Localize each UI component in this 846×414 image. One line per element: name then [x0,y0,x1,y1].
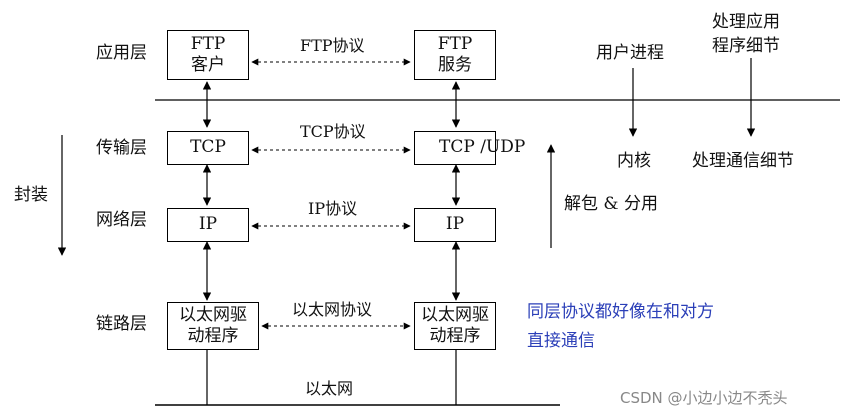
right-tcp-udp-box: TCP /UDP [414,131,525,165]
ftp-protocol-label: FTP协议 [300,36,365,55]
left-tcp-label: TCP [190,137,226,158]
tcp-protocol-label: TCP协议 [300,122,366,141]
right-driver-line2: 动程序 [429,326,481,346]
comm-details-label: 处理通信细节 [692,151,794,171]
right-ftp-line1: FTP [437,33,473,54]
layer-label-application: 应用层 [96,43,147,63]
right-ethernet-driver-box: 以太网驱 动程序 [414,302,496,350]
app-details-line1: 处理应用 [712,12,780,32]
layer-label-link: 链路层 [96,314,147,334]
left-tcp-box: TCP [167,131,249,165]
left-ftp-client-box: FTP 客户 [167,30,249,80]
ethernet-protocol-label: 以太网协议 [292,300,373,319]
left-ethernet-driver-box: 以太网驱 动程序 [167,302,259,350]
left-ip-label: IP [198,214,218,235]
demux-label: 解包 & 分用 [564,194,658,214]
left-driver-line1: 以太网驱 [179,304,247,325]
right-driver-line1: 以太网驱 [421,304,489,325]
app-details-line2: 程序细节 [712,36,780,56]
right-ftp-line2: 服务 [438,55,472,75]
left-ip-box: IP [167,208,249,242]
ip-protocol-label: IP协议 [308,199,358,218]
watermark: CSDN @小边小边不秃头 [620,389,788,407]
right-ip-label: IP [445,214,465,235]
left-ftp-line1: FTP [190,33,226,54]
layer-label-transport: 传输层 [96,138,147,158]
left-driver-line2: 动程序 [187,326,239,346]
kernel-label: 内核 [617,151,651,171]
ethernet-medium-label: 以太网 [305,379,354,398]
right-ip-box: IP [414,208,496,242]
right-tcp-udp-label: TCP /UDP [439,137,526,158]
peer-comm-note-line2: 直接通信 [527,331,595,351]
right-ftp-server-box: FTP 服务 [414,30,496,80]
layer-label-network: 网络层 [96,210,147,230]
encapsulation-label: 封装 [14,185,48,205]
user-process-label: 用户进程 [596,43,664,63]
left-ftp-line2: 客户 [191,55,225,75]
peer-comm-note-line1: 同层协议都好像在和对方 [527,302,714,322]
